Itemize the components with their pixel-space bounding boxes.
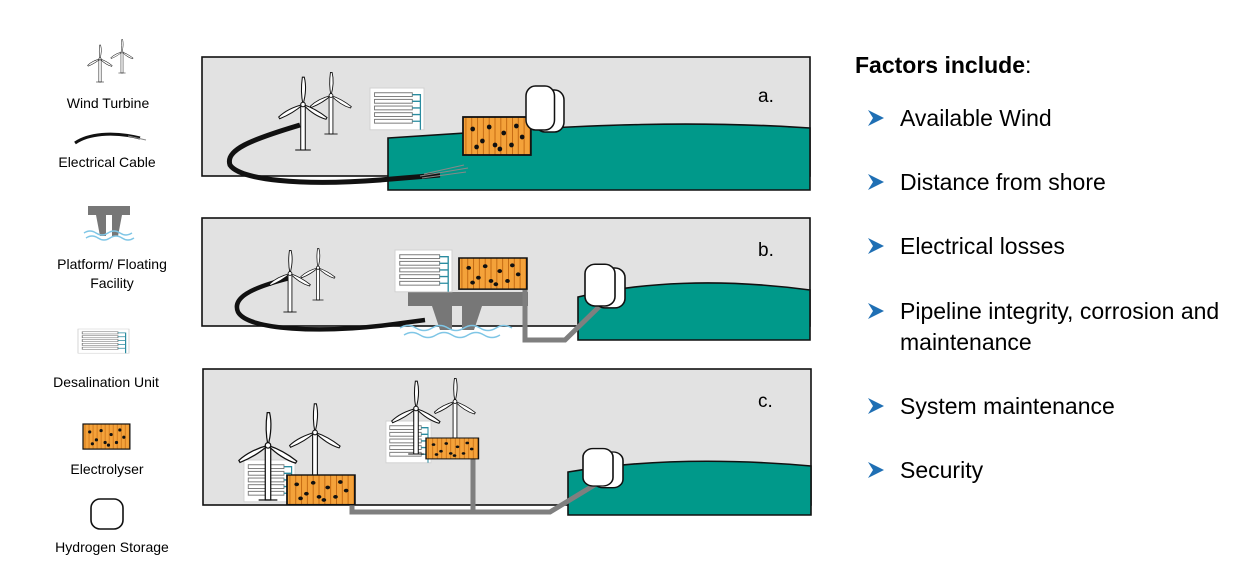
- legend-desalination-icon: [77, 328, 130, 354]
- legend-wind-turbine-label: Wind Turbine: [66, 95, 150, 111]
- factor-item-text: Pipeline integrity, corrosion and mainte…: [900, 298, 1220, 355]
- legend-platform-icon: [83, 206, 135, 241]
- legend-hydrogen-storage-icon: [90, 498, 124, 530]
- factor-item: Available Wind: [866, 103, 1246, 134]
- legend-platform-label: Platform/ Floating Facility: [57, 256, 167, 291]
- arrow-bullet-icon: [868, 174, 884, 190]
- legend-wind-turbine-icon: [87, 39, 134, 83]
- legend-electrical-cable-label: Electrical Cable: [58, 154, 156, 170]
- panel-a: a.: [201, 56, 811, 191]
- factor-item: Security: [866, 455, 1246, 486]
- arrow-bullet-icon: [868, 398, 884, 414]
- legend-hydrogen-storage-label: Hydrogen Storage: [55, 539, 169, 555]
- arrow-bullet-icon: [868, 110, 884, 126]
- factor-item-text: Distance from shore: [900, 169, 1106, 195]
- factor-item: Distance from shore: [866, 167, 1246, 198]
- panel-c: c.: [202, 368, 812, 516]
- panel-a-label: a.: [758, 86, 774, 107]
- factor-item-text: System maintenance: [900, 393, 1115, 419]
- arrow-bullet-icon: [868, 238, 884, 254]
- factor-item-text: Security: [900, 457, 984, 483]
- factor-item: System maintenance: [866, 391, 1246, 422]
- factor-item: Electrical losses: [866, 231, 1246, 262]
- legend-electrolyser-icon: [82, 423, 131, 450]
- factors-title-colon: :: [1024, 52, 1032, 78]
- factor-item: Pipeline integrity, corrosion and mainte…: [866, 296, 1246, 358]
- factors-title-text: Factors include: [855, 52, 1025, 78]
- arrow-bullet-icon: [868, 303, 884, 319]
- factors-title: Factors include:: [855, 52, 1031, 79]
- legend-electrolyser-label: Electrolyser: [70, 461, 144, 477]
- arrow-bullet-icon: [868, 462, 884, 478]
- factor-item-text: Available Wind: [900, 105, 1052, 131]
- legend-electrical-cable-icon: [74, 132, 147, 145]
- panel-b: b.: [201, 217, 811, 343]
- factor-item-text: Electrical losses: [900, 233, 1065, 259]
- panel-b-label: b.: [758, 240, 774, 261]
- panel-c-label: c.: [758, 391, 773, 412]
- legend-desalination-label: Desalination Unit: [53, 374, 159, 390]
